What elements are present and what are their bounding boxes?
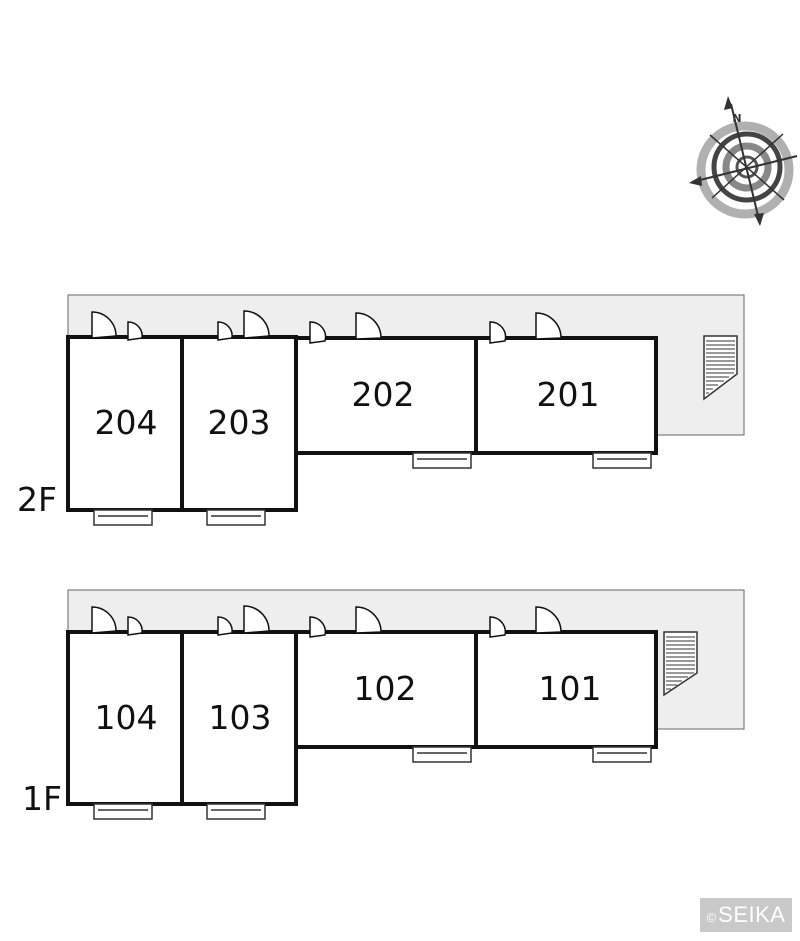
- doors-2f: [91, 310, 562, 344]
- room-label: 201: [537, 375, 600, 414]
- copyright-text: SEIKA: [718, 902, 786, 927]
- north-label: N: [732, 112, 741, 125]
- floor-2f-plan: 204 203 202 201 2F: [17, 294, 745, 526]
- windows-2f: [93, 452, 652, 526]
- compass-rose-icon: N: [689, 96, 798, 226]
- room-label: 202: [352, 375, 415, 414]
- room-103: [180, 630, 298, 806]
- room-203: [180, 335, 298, 512]
- room-label: 104: [95, 698, 158, 737]
- room-104: [66, 630, 184, 806]
- floor-label-1f: 1F: [22, 779, 62, 818]
- room-202: [294, 336, 478, 455]
- copyright-badge: © SEIKA: [700, 898, 792, 932]
- room-label: 203: [208, 403, 271, 442]
- doors-1f: [91, 605, 562, 638]
- room-101: [474, 630, 658, 749]
- stairs-2f-icon: [703, 335, 738, 401]
- floor-label-2f: 2F: [17, 480, 57, 519]
- room-201: [474, 336, 658, 455]
- stairs-1f-icon: [663, 631, 698, 697]
- room-102: [294, 630, 478, 749]
- floor-1f-plan: 104 103 102 101 1F: [22, 589, 745, 820]
- copyright-symbol: ©: [706, 909, 717, 925]
- room-label: 103: [209, 698, 272, 737]
- room-label: 102: [354, 669, 417, 708]
- room-label: 204: [95, 403, 158, 442]
- room-label: 101: [539, 669, 602, 708]
- windows-1f: [93, 746, 652, 820]
